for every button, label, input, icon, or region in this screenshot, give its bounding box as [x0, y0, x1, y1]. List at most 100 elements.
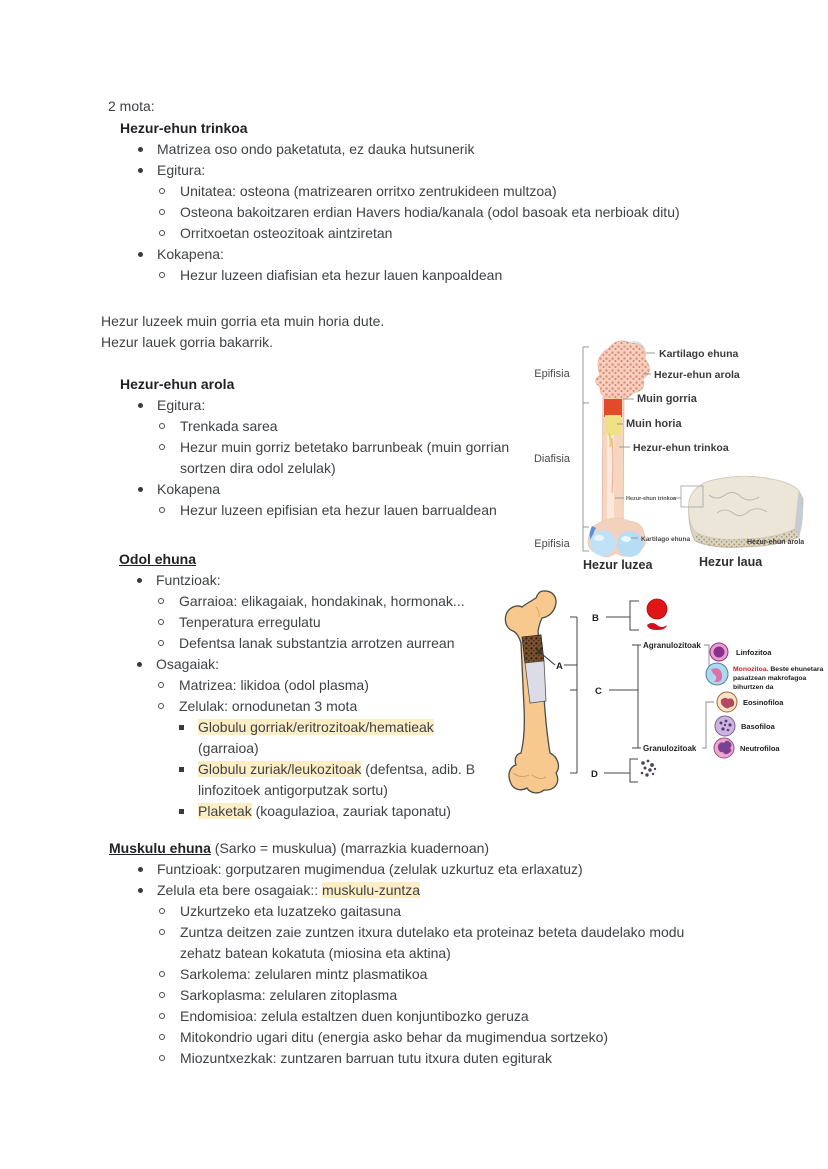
list-item: Uzkurtzeko eta luzatzeko gaitasuna	[120, 901, 710, 922]
blood-cells-diagram: A B C D Agranulozitoak Granulozitoak Lin…	[480, 577, 828, 820]
d-bracket	[604, 758, 638, 783]
epifisia-top-label: Epifisia	[534, 368, 570, 380]
trinkoa-small-label: Hezur-ehun trinkoa	[626, 496, 677, 502]
list-item: Zuntza deitzen zaie zuntzen itxura dutel…	[120, 922, 710, 964]
condyle-cartilage	[590, 530, 616, 556]
list-item: Trenkada sarea	[120, 416, 510, 437]
list-item: Matrizea: likidoa (odol plasma)	[119, 675, 519, 696]
marrow-note: Hezur luzeek muin gorria eta muin horia …	[101, 311, 384, 353]
epifisia-bottom-label: Epifisia	[534, 538, 570, 550]
section-heading: Hezur-ehun arola	[120, 376, 235, 392]
basofiloa-label: Basofiloa	[741, 722, 776, 731]
platelets-icon	[640, 759, 657, 777]
list-item: Hezur muin gorriz betetako barrunbeak (m…	[120, 437, 510, 479]
medullary-canal	[524, 660, 547, 704]
linfozitoa-label: Linfozitoa	[736, 648, 772, 657]
flat-arola-label: Hezur-ehun arola	[747, 539, 804, 546]
note-line: Hezur luzeek muin gorria eta muin horia …	[101, 313, 385, 329]
monozitoa-rest: Beste ehunetara	[769, 666, 824, 673]
yellow-marrow-band	[605, 415, 621, 435]
long-bone-caption: Hezur luzea	[583, 558, 654, 572]
bullet-list: Funtzioak: gorputzaren mugimendua (zelul…	[120, 859, 710, 1069]
section-odol-ehuna: Odol ehuna Funtzioak: Garraioa: elikagai…	[119, 549, 519, 822]
section-hezur-ehun-arola: Hezur-ehun arola Egitura: Trenkada sarea…	[120, 374, 510, 521]
epiphysis-bracket	[582, 346, 589, 552]
list-item: Zelulak: ornodunetan 3 mota	[119, 696, 519, 717]
neutrofiloa-label: Neutrofiloa	[740, 744, 780, 753]
list-item: Sarkolema: zelularen mintz plasmatikoa	[120, 964, 710, 985]
plain-text: (koagulazioa, zauriak taponatu)	[251, 803, 451, 819]
leader-lines	[615, 352, 744, 542]
list-item: Mitokondrio ugari ditu (energia asko beh…	[120, 1027, 710, 1048]
bullet-list: Funtzioak: Garraioa: elikagaiak, hondaki…	[119, 570, 519, 822]
flat-bone-caption: Hezur laua	[699, 555, 763, 569]
section-heading: Muskulu ehuna	[109, 840, 211, 856]
trinkoa-label: Hezur-ehun trinkoa	[633, 442, 729, 454]
list-item: Egitura:	[120, 395, 510, 416]
list-item: Matrizea oso ondo paketatuta, ez dauka h…	[120, 139, 695, 160]
granulocyte-bracket	[702, 701, 714, 749]
granulozitoak-label: Granulozitoak	[643, 744, 697, 753]
list-item: Kokapena:	[120, 244, 695, 265]
section-heading: Hezur-ehun trinkoa	[120, 120, 248, 136]
plain-text: (garraioa)	[198, 740, 259, 756]
bullet-list: Matrizea oso ondo paketatuta, ez dauka h…	[120, 139, 695, 286]
red-marrow-band	[604, 399, 622, 417]
list-item: Osteona bakoitzaren erdian Havers hodia/…	[120, 202, 695, 223]
label-c: C	[595, 686, 602, 697]
list-item: Funtzioak:	[119, 570, 519, 591]
main-bracket	[570, 616, 578, 774]
intro-line: 2 mota:	[108, 98, 155, 114]
list-item: Osagaiak:	[119, 654, 519, 675]
label-a: A	[556, 661, 563, 672]
condyle-cartilage	[617, 531, 643, 557]
list-item: Kokapena	[120, 479, 510, 500]
monozitoa-label-line3: bihurtzen da	[733, 684, 774, 691]
kartilago-bottom-label: Kartilago ehuna	[641, 536, 691, 543]
section-heading: Odol ehuna	[119, 551, 196, 567]
list-item: Hezur luzeen epifisian eta hezur lauen b…	[120, 500, 510, 521]
diafisia-label: Diafisia	[534, 453, 571, 465]
section-muskulu-ehuna: Muskulu ehuna (Sarko = muskulua) (marraz…	[109, 838, 710, 1069]
list-item: Egitura:	[120, 160, 695, 181]
list-item: Orritxoetan osteozitoak aintziretan	[120, 223, 695, 244]
agranulozitoak-label: Agranulozitoak	[643, 641, 701, 650]
list-item: Miozuntxezkak: zuntzaren barruan tutu it…	[120, 1048, 710, 1069]
b-bracket	[606, 600, 639, 631]
list-item: Funtzioak: gorputzaren mugimendua (zelul…	[120, 859, 710, 880]
section-heading-line: Muskulu ehuna (Sarko = muskulua) (marraz…	[109, 838, 710, 859]
agranulocyte-bracket	[704, 644, 710, 672]
eosinofiloa-label: Eosinofiloa	[743, 698, 784, 707]
list-item: Defentsa lanak substantzia arrotzen aurr…	[119, 633, 519, 654]
muin-gorria-label: Muin gorria	[637, 393, 698, 405]
list-item: Unitatea: osteona (matrizearen orritxo z…	[120, 181, 695, 202]
list-item: Endomisioa: zelula estaltzen duen konjun…	[120, 1006, 710, 1027]
section-hezur-ehun-trinkoa: Hezur-ehun trinkoa Matrizea oso ondo pak…	[120, 118, 695, 286]
list-item-muskulu-zuntza: Zelula eta bere osagaiak:: muskulu-zuntz…	[120, 880, 710, 901]
long-bone-diagram: Epifisia Diafisia Epifisia Kartilago ehu…	[503, 333, 828, 583]
list-item: Garraioa: elikagaiak, hondakinak, hormon…	[119, 591, 519, 612]
list-item: Tenperatura erregulatu	[119, 612, 519, 633]
heading-suffix: (Sarko = muskulua) (marrazkia kuadernoan…	[210, 840, 490, 856]
muin-horia-label: Muin horia	[626, 418, 682, 430]
label-d: D	[591, 769, 598, 780]
blood-cells-illustration: A B C D Agranulozitoak Granulozitoak Lin…	[504, 590, 823, 794]
monozitoa-label-line1: Monozitoa. Beste ehunetara	[733, 666, 823, 673]
list-item-plaketak: Plaketak (koagulazioa, zauriak taponatu)	[119, 801, 484, 822]
list-item: Sarkoplasma: zelularen zitoplasma	[120, 985, 710, 1006]
plain-text: Zelula eta bere osagaiak::	[157, 882, 322, 898]
list-item-globulu-gorriak: Globulu gorriak/eritrozitoak/hematieak (…	[119, 717, 484, 759]
highlighted-text: Plaketak	[198, 803, 252, 819]
highlighted-text: Globulu gorriak/eritrozitoak/hematieak	[198, 719, 434, 735]
monozitoa-label-line2: pasatzean makrofagoa	[733, 675, 807, 682]
flat-bone	[680, 475, 804, 548]
kartilago-top-label: Kartilago ehuna	[659, 348, 739, 360]
arola-label: Hezur-ehun arola	[654, 369, 740, 381]
highlighted-text: muskulu-zuntza	[322, 882, 421, 898]
monozitoa-name: Monozitoa.	[733, 666, 769, 673]
highlighted-text: Globulu zuriak/leukozitoak	[198, 761, 362, 777]
femur-bone	[504, 590, 560, 794]
note-line: Hezur lauek gorria bakarrik.	[101, 334, 273, 350]
red-blood-cell-side-icon	[647, 623, 667, 630]
